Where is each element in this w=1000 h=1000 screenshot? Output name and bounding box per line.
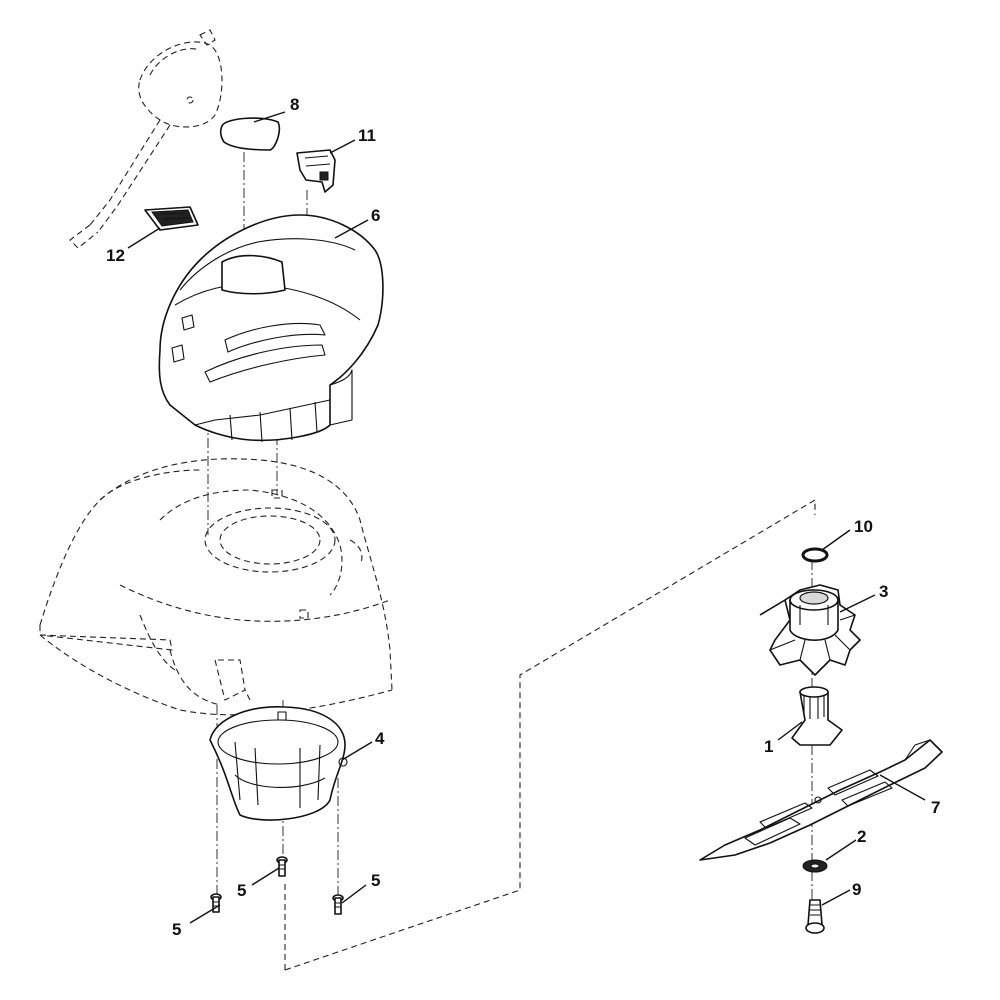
part-1-adapter [791,686,843,746]
callout-10: 10 [854,517,873,536]
callout-12: 12 [106,246,125,265]
callout-labels: 8 11 6 12 10 3 1 7 2 9 4 5 5 5 [106,95,940,939]
leader-lines [127,111,926,924]
callout-3: 3 [879,582,888,601]
callout-7: 7 [931,798,940,817]
callout-11: 11 [358,126,376,145]
callout-9: 9 [852,880,861,899]
part-4-collar [209,706,348,821]
part-2-washer [802,859,828,873]
part-10-circlip [801,547,829,563]
callout-6: 6 [371,206,380,225]
callout-4: 4 [375,729,385,748]
part-3-fan [759,584,861,676]
part-5-screw-middle [276,856,288,877]
mower-deck-outline [39,458,393,716]
callout-1: 1 [764,737,773,756]
handle-lever-outline [69,29,223,249]
callout-5-right: 5 [371,871,380,890]
callout-5-middle: 5 [237,881,246,900]
part-8-plate [219,117,281,151]
callout-2: 2 [857,827,866,846]
part-7-blade [699,739,943,861]
part-12-latch [144,206,199,231]
part-9-bolt [805,899,825,934]
part-6-engine-cover [158,214,384,443]
part-11-clip [296,149,336,193]
callout-5-left: 5 [172,920,181,939]
part-5-screw-right [332,894,344,915]
callout-8: 8 [290,95,299,114]
